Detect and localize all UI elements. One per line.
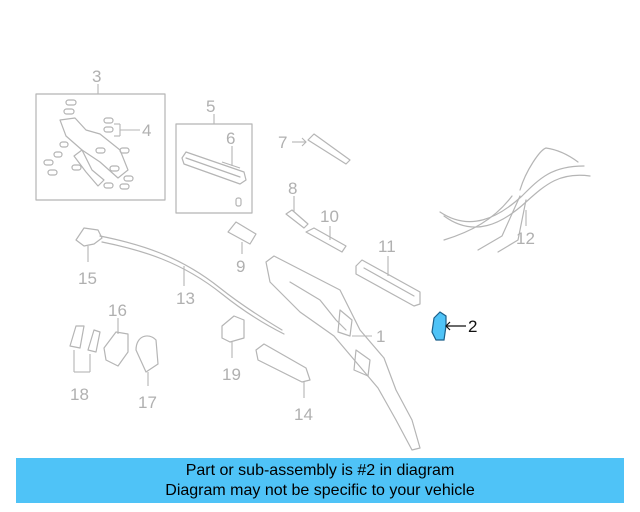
callout-10: 10 <box>320 207 339 226</box>
part-18 <box>69 325 101 373</box>
callout-4: 4 <box>142 121 151 140</box>
part-11 <box>355 256 421 307</box>
part-17 <box>135 335 159 386</box>
callout-7: 7 <box>278 133 287 152</box>
part-19 <box>221 315 245 358</box>
info-banner: Part or sub-assembly is #2 in diagram Di… <box>16 458 624 503</box>
callout-11: 11 <box>378 237 396 256</box>
callout-19: 19 <box>222 365 241 384</box>
part-7 <box>292 133 351 165</box>
part-3-assembly <box>35 84 166 201</box>
banner-line-disclaimer: Diagram may not be specific to your vehi… <box>165 482 475 499</box>
callout-8: 8 <box>288 179 297 198</box>
callout-13: 13 <box>176 289 195 308</box>
callout-9: 9 <box>236 257 245 276</box>
part-12 <box>439 147 591 253</box>
callout-14: 14 <box>294 405 313 424</box>
callout-1: 1 <box>376 327 385 346</box>
callout-5: 5 <box>206 97 215 116</box>
parts-diagram: 3 4 5 6 7 8 10 11 12 15 13 9 1 2 16 18 1… <box>35 67 591 451</box>
part-14 <box>255 343 311 398</box>
part-13 <box>99 235 285 335</box>
callout-6: 6 <box>226 129 235 148</box>
callout-2[interactable]: 2 <box>468 317 477 336</box>
banner-line-part: Part or sub-assembly is #2 in diagram <box>185 462 455 479</box>
part-8 <box>285 196 309 229</box>
callout-15: 15 <box>78 269 97 288</box>
callout-3: 3 <box>92 67 101 86</box>
callout-18: 18 <box>70 385 89 404</box>
part-5-assembly <box>175 114 253 214</box>
part-9 <box>227 221 257 254</box>
part-2-highlighted[interactable] <box>431 311 466 341</box>
callout-12: 12 <box>516 229 535 248</box>
callout-17: 17 <box>138 393 157 412</box>
part-15 <box>75 227 103 262</box>
callout-16: 16 <box>108 301 127 320</box>
part-1 <box>265 255 421 451</box>
part-4-leader <box>114 123 140 137</box>
part-10 <box>305 226 347 253</box>
part-16 <box>103 318 129 367</box>
